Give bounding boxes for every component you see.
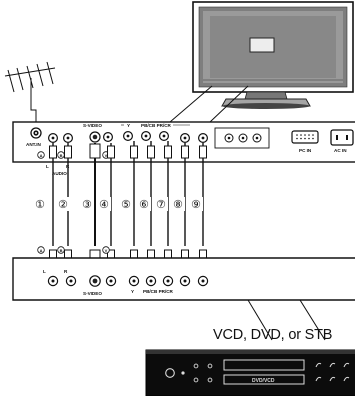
antenna-icon: [4, 61, 56, 126]
callout-line: [299, 299, 326, 341]
audio-label: AUDIO: [52, 171, 67, 176]
cable-number-9: ⑨: [191, 199, 201, 211]
svg-text:B: B: [60, 153, 63, 158]
power-icon[interactable]: [165, 368, 175, 378]
display-window: [223, 374, 305, 385]
svg-text:PB/CB PR/CR: PB/CB PR/CR: [143, 289, 174, 294]
cable-number-1: ①: [35, 199, 45, 211]
cable-number-6: ⑥: [139, 199, 149, 211]
pc-in-label: PC IN: [299, 148, 312, 153]
dvd-player: DVD/VCD: [145, 349, 355, 396]
callout-line: [247, 299, 273, 341]
device-s-video-label: S-VIDEO: [83, 291, 102, 296]
cable-number-7: ⑦: [156, 199, 166, 211]
mark-b-icon: [57, 246, 65, 254]
y-label: Y: [127, 123, 130, 128]
tv-monitor: [192, 1, 354, 109]
cable-numbers: ① ② ③ ④ ⑤ ⑥ ⑦ ⑧ ⑨: [34, 197, 203, 211]
mark-v-icon: [102, 246, 110, 254]
svg-text:L: L: [43, 269, 46, 274]
mark-a-icon: [37, 151, 45, 159]
callout-line: [169, 85, 213, 123]
ant-in-label: ANT.IN: [26, 142, 41, 147]
svg-text:R: R: [64, 269, 68, 274]
cables: [49, 141, 207, 263]
cable-number-2: ②: [58, 199, 68, 211]
cable-number-8: ⑧: [173, 199, 183, 211]
device-panel: A B L R S-VIDEO V Y PB/CB PR/CR: [12, 246, 355, 301]
disc-tray[interactable]: [223, 359, 305, 371]
svg-text:A: A: [40, 153, 43, 158]
svg-text:L: L: [46, 164, 49, 169]
svg-text:V: V: [105, 153, 108, 158]
svg-text:A: A: [40, 248, 43, 253]
svg-text:Y: Y: [131, 289, 134, 294]
pc-in-port[interactable]: [291, 130, 319, 144]
ac-in-label: AC IN: [334, 148, 347, 153]
callout-line: [209, 85, 249, 123]
s-video-label: S-VIDEO: [83, 123, 102, 128]
cable-number-4: ④: [99, 199, 109, 211]
svg-text:B: B: [60, 248, 63, 253]
device-caption: VCD, DVD, or STB: [213, 327, 332, 343]
svg-text:V: V: [105, 248, 108, 253]
cable-number-5: ⑤: [121, 199, 131, 211]
mark-a-icon: [37, 246, 45, 254]
pbcbprcr-label: PB/CB PR/CR: [141, 123, 172, 128]
cable-number-3: ③: [82, 199, 92, 211]
player-label: DVD/VCD: [252, 378, 275, 384]
ac-in-port[interactable]: [330, 129, 354, 146]
